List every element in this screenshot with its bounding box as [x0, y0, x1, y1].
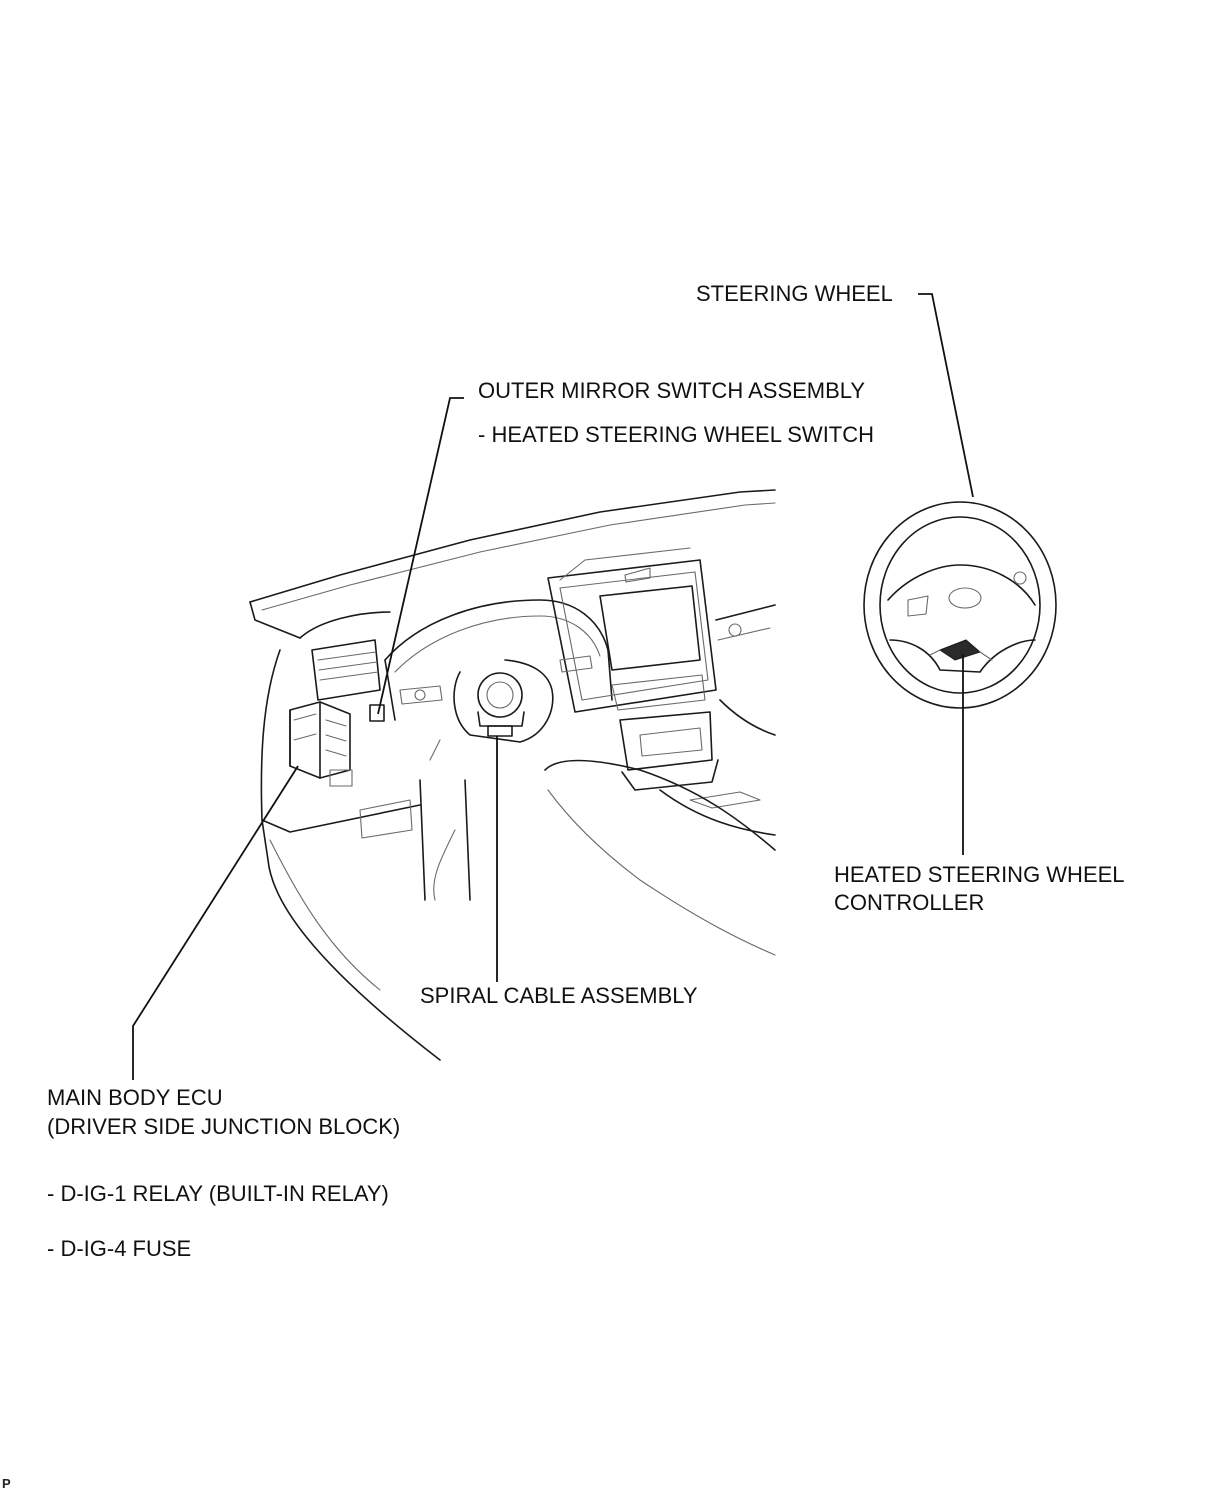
main-body-ecu-shape: [289, 701, 353, 787]
left-air-vent: [311, 639, 381, 701]
label-main-body-ecu-line2: (DRIVER SIDE JUNCTION BLOCK): [47, 1114, 401, 1139]
label-outer-mirror-switch: OUTER MIRROR SWITCH ASSEMBLY: [478, 378, 866, 403]
combination-switches: [399, 655, 593, 705]
instrument-cluster: [384, 599, 613, 721]
label-steering-wheel: STEERING WHEEL: [696, 281, 893, 306]
steering-wheel-shape: [863, 501, 1057, 709]
spiral-cable-shape: [477, 672, 525, 737]
label-heated-controller-line1: HEATED STEERING WHEEL: [834, 862, 1125, 887]
corner-mark: P: [2, 1476, 11, 1491]
label-dig4-fuse: - D-IG-4 FUSE: [47, 1236, 192, 1261]
leader-outer-mirror-switch: [377, 397, 464, 715]
steering-column: [359, 659, 776, 956]
label-main-body-ecu-line1: MAIN BODY ECU: [47, 1085, 223, 1110]
right-dashboard: [659, 604, 776, 836]
center-console: [547, 547, 719, 791]
leader-steering-wheel: [918, 293, 974, 498]
dashboard-outline: [249, 489, 776, 1061]
label-spiral-cable: SPIRAL CABLE ASSEMBLY: [420, 983, 698, 1008]
leader-main-body-ecu: [132, 765, 299, 1080]
label-heated-sw-switch: - HEATED STEERING WHEEL SWITCH: [478, 422, 875, 447]
label-dig1-relay: - D-IG-1 RELAY (BUILT-IN RELAY): [47, 1181, 389, 1206]
outer-mirror-switch-shape: [369, 704, 385, 722]
leader-lines: [132, 293, 974, 1080]
label-heated-controller-line2: CONTROLLER: [834, 890, 985, 915]
